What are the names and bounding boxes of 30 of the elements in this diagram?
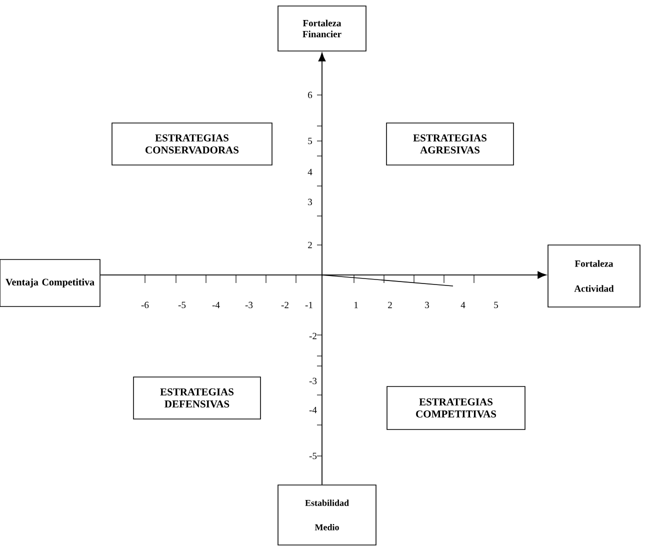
axis-label-box: Ventaja Competitiva <box>0 259 100 307</box>
tick-label: -3 <box>309 378 317 384</box>
strategy-box: ESTRATEGIAS COMPETITIVAS <box>386 386 526 430</box>
tick-label: 4 <box>308 168 312 176</box>
tick-label: 2 <box>388 302 392 308</box>
tick-label: -1 <box>305 302 312 308</box>
tick-label: -2 <box>309 332 316 340</box>
tick-label: -2 <box>281 302 288 308</box>
tick-label: 2 <box>308 242 312 248</box>
strategy-box: ESTRATEGIAS DEFENSIVAS <box>133 376 261 420</box>
tick-label: 3 <box>425 302 429 308</box>
axis-label-box: Fortaleza Financier <box>278 6 366 52</box>
axis-arrow <box>100 271 546 279</box>
tick-label: 3 <box>308 198 312 206</box>
tick-label: -5 <box>178 302 186 308</box>
tick-label: -4 <box>309 406 317 414</box>
tick-label: -5 <box>309 452 317 460</box>
tick-label: -6 <box>141 302 149 308</box>
tick-label: 5 <box>494 302 498 308</box>
axis-label-box: Estabilidad Medio <box>278 484 376 546</box>
strategy-box: ESTRATEGIAS AGRESIVAS <box>386 122 514 166</box>
axis-arrow <box>318 52 326 486</box>
tick-label: 1 <box>354 302 358 308</box>
strategy-box: ESTRATEGIAS CONSERVADORAS <box>112 122 272 166</box>
tick-label: 5 <box>308 138 312 144</box>
tick-label: -3 <box>245 302 253 308</box>
tick-label: 4 <box>460 302 466 308</box>
tick-label: 6 <box>308 92 312 98</box>
axis-label-box: Fortaleza Actividad <box>548 244 640 308</box>
tick-label: -4 <box>212 302 220 308</box>
